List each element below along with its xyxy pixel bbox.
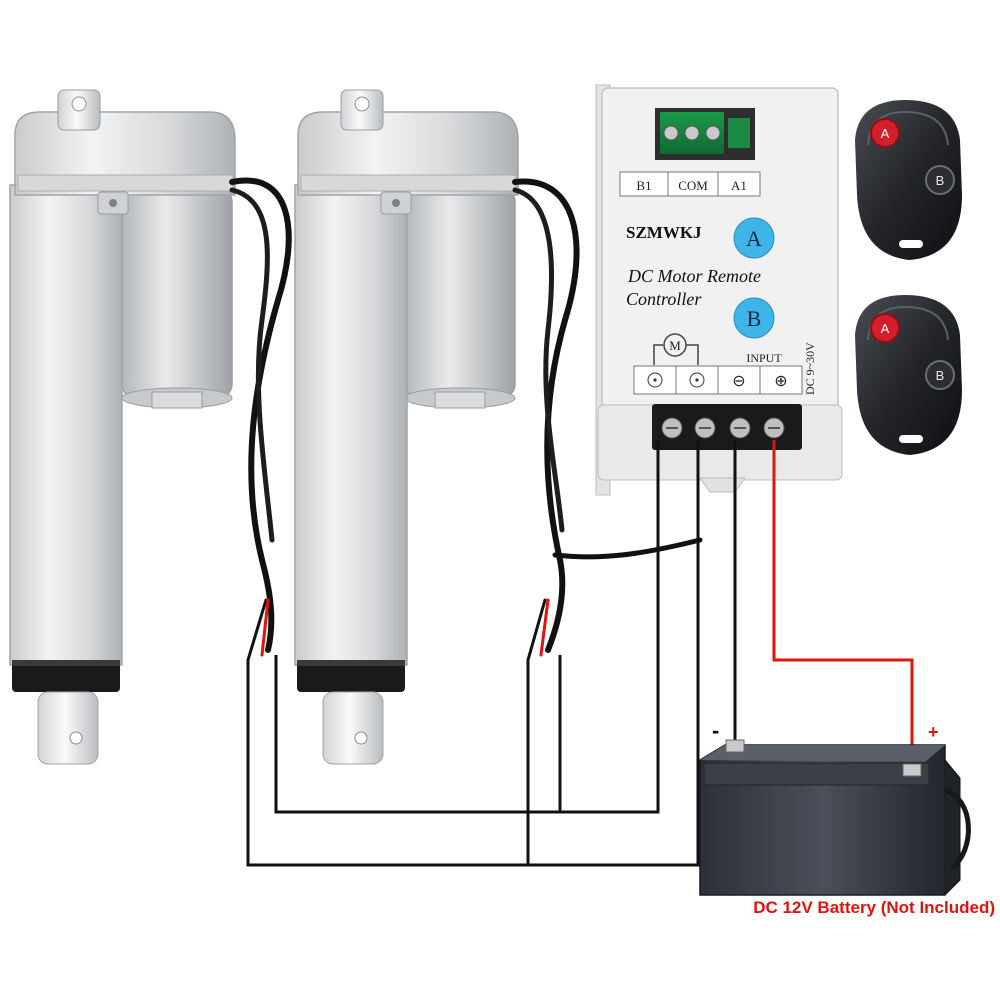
motor-controller: B1 COM A1 SZMWKJ A DC Motor Remote Contr… [595,84,843,496]
voltage-label: DC 9~30V [803,342,817,395]
controller-brand: SZMWKJ [626,223,702,242]
remote-1-button-b [925,165,955,195]
screw-terminal-block [652,404,802,450]
battery-positive-terminal [902,763,922,777]
remote-2-button-b [925,360,955,390]
battery-negative-terminal [725,739,745,753]
controller-title-line2: Controller [626,289,702,309]
terminal-label-b1: B1 [636,178,651,193]
terminal-label-com: COM [678,178,708,193]
input-minus-symbol: ⊖ [732,373,745,390]
linear-actuator-2 [294,89,519,765]
wire-battery-positive [772,440,914,770]
remote-control-2: A B [855,295,962,455]
remote-1-button-a-label: A [881,126,890,141]
battery-minus-label: - [712,718,719,743]
remote-2-button-a-label: A [881,321,890,336]
battery-plus-label: + [928,722,939,742]
battery-caption: DC 12V Battery (Not Included) [753,898,995,917]
remote-2-button-b-label: B [936,368,945,383]
motor-symbol-diagram: M [653,333,699,365]
input-label: INPUT [746,351,782,365]
remote-1-button-a [870,118,900,148]
remote-1-keyring-slot [899,240,923,248]
wire-actuator1-red [274,440,660,814]
input-plus-symbol: ⊕ [774,373,787,390]
battery: - + [699,718,971,896]
actuator-cables [229,177,703,662]
remote-2-keyring-slot [899,435,923,443]
remote-1-button-b-label: B [936,173,945,188]
linear-actuator-1 [9,89,236,765]
remote-2-button-a [870,313,900,343]
motor-symbol-label: M [669,338,681,353]
controller-button-b [733,297,775,339]
controller-button-b-label: B [747,306,762,331]
wiring-lines [246,440,914,867]
wire-actuator1-black [246,440,700,867]
controller-title-line1: DC Motor Remote [627,266,761,286]
controller-button-a-label: A [746,226,762,251]
terminal-label-a1: A1 [731,178,747,193]
controller-button-a [733,217,775,259]
remote-control-1: A B [855,100,962,260]
